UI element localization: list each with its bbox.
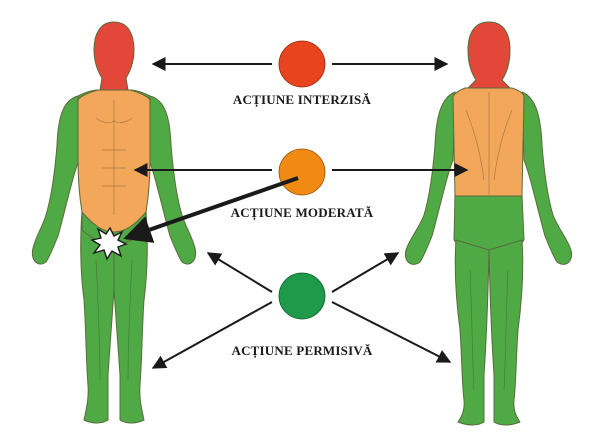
forbidden-action-circle: [278, 40, 326, 88]
permitted-action-circle: [278, 272, 326, 320]
moderate-action-circle: [278, 148, 326, 196]
front-body-figure: [31, 21, 197, 424]
arrow-icon: [331, 301, 452, 363]
moderate-action-label: ACȚIUNE MODERATĂ: [231, 205, 374, 221]
arrow-icon: [151, 301, 273, 369]
arrow-icon: [123, 176, 299, 243]
arrow-icon: [206, 252, 273, 293]
forbidden-action-label: ACȚIUNE INTERZISĂ: [233, 92, 372, 108]
arrow-icon: [331, 252, 400, 293]
permitted-action-label: ACȚIUNE PERMISIVĂ: [232, 343, 373, 359]
front-forbidden-zone: [93, 21, 135, 91]
back-forbidden-zone: [467, 21, 511, 89]
arrows-group: [123, 57, 469, 369]
back-moderate-zone: [452, 87, 525, 197]
back-body-figure: [404, 21, 573, 426]
impact-star-icon: [90, 226, 128, 261]
